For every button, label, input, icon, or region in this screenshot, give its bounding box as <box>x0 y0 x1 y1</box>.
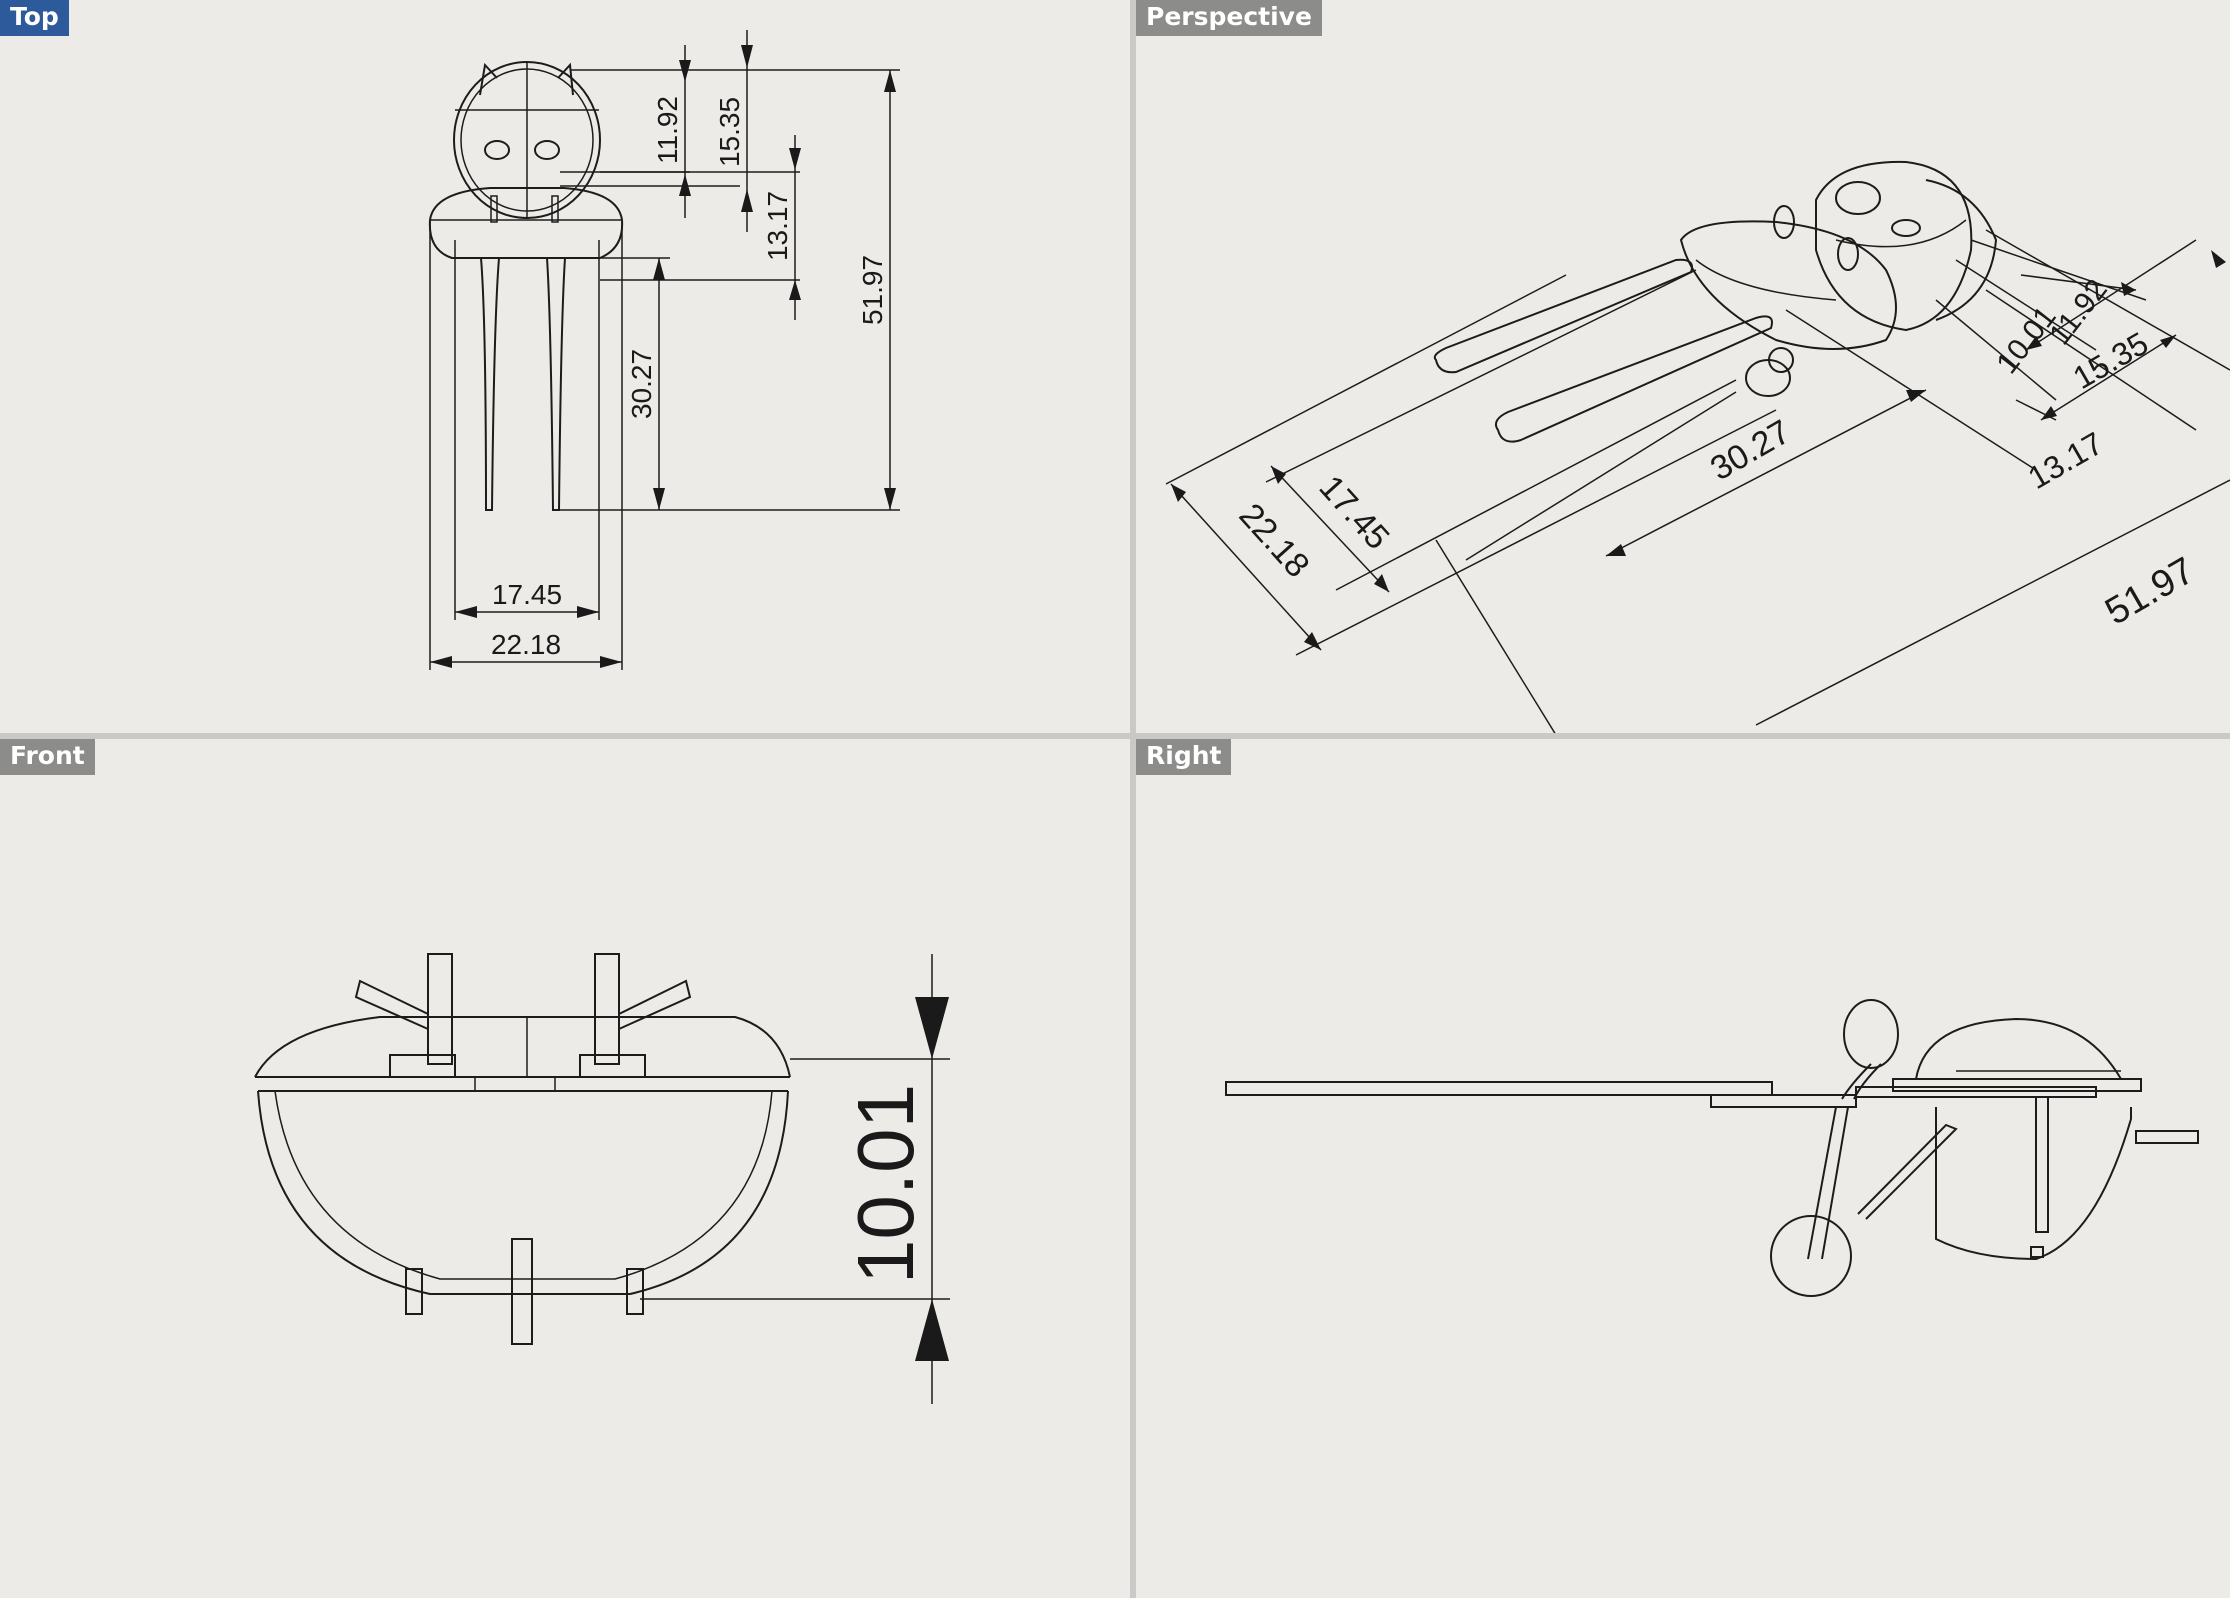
front-shell <box>254 953 791 1345</box>
top-head <box>453 61 601 219</box>
perspective-dim-30-27: 30.27 <box>1704 413 1797 488</box>
perspective-dimension-lines <box>1170 239 2226 651</box>
top-extension-lines <box>560 69 900 511</box>
perspective-legs <box>1433 258 1773 443</box>
perspective-dim-13-17: 13.17 <box>2022 425 2109 496</box>
right-view-drawing <box>1225 999 2199 1297</box>
viewport-perspective[interactable]: Perspective <box>1136 0 2230 733</box>
top-dim-17-45: 17.45 <box>492 579 562 610</box>
perspective-head <box>1773 160 1998 332</box>
top-dimension-lines <box>430 30 896 668</box>
viewport-top[interactable]: Top <box>0 0 1130 733</box>
top-dim-11-92: 11.92 <box>652 96 683 164</box>
viewport-label-perspective[interactable]: Perspective <box>1136 0 1322 36</box>
perspective-body <box>1679 220 1897 397</box>
top-legs <box>429 220 623 670</box>
perspective-extension-lines <box>1165 229 2230 733</box>
front-view-drawing: 10.01 <box>254 953 950 1404</box>
top-dim-13-17: 13.17 <box>762 191 793 261</box>
viewport-right[interactable]: Right <box>1136 739 2230 1598</box>
top-view-drawing: 11.92 15.35 13.17 51.97 30.27 17.45 22.1… <box>428 30 900 670</box>
perspective-dim-51-97: 51.97 <box>2098 550 2201 634</box>
viewport-front[interactable]: Front <box>0 739 1130 1598</box>
top-dim-22-18: 22.18 <box>491 629 561 660</box>
top-dim-51-97: 51.97 <box>857 255 888 325</box>
front-dimension: 10.01 <box>640 954 950 1404</box>
top-body <box>428 187 624 259</box>
perspective-view-drawing: 17.45 22.18 30.27 10.01 11.92 15.35 13.1… <box>1165 160 2230 733</box>
perspective-dim-17-45: 17.45 <box>1312 468 1397 557</box>
top-dim-30-27: 30.27 <box>626 349 657 419</box>
front-dim-10-01: 10.01 <box>841 1084 930 1284</box>
viewport-label-right[interactable]: Right <box>1136 739 1232 775</box>
perspective-dim-22-18: 22.18 <box>1232 496 1317 585</box>
viewport-label-front[interactable]: Front <box>0 739 95 775</box>
top-dim-15-35: 15.35 <box>714 97 745 167</box>
perspective-dim-10-01: 10.01 <box>1990 300 2062 379</box>
right-side-profile <box>1225 999 2199 1297</box>
viewport-label-top[interactable]: Top <box>0 0 69 36</box>
